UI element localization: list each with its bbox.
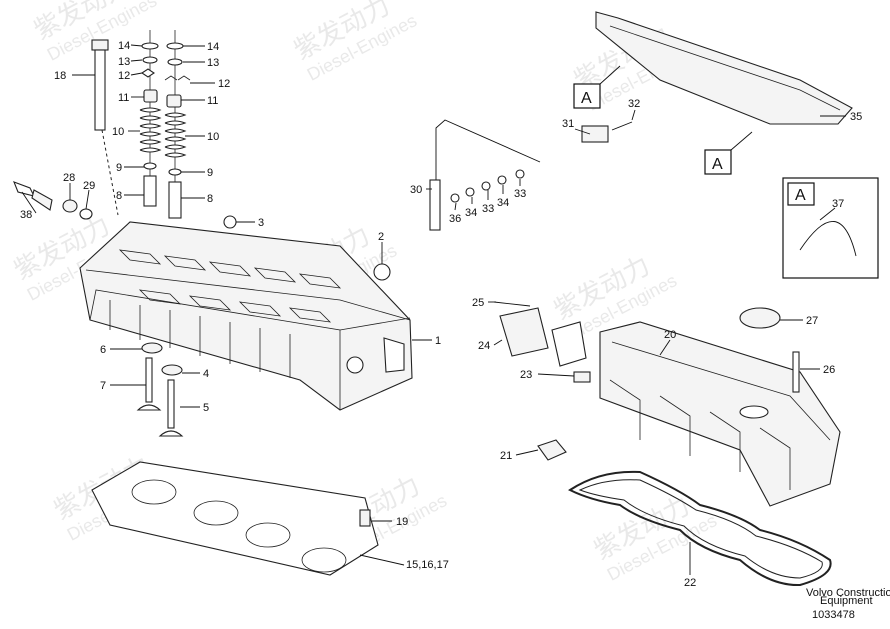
callout-38: 38	[20, 209, 32, 221]
connector-block	[537, 439, 567, 461]
temperature-sensor	[13, 181, 93, 220]
drawing-number: 1033478	[812, 609, 855, 621]
callout-9: 9	[207, 167, 213, 179]
callout-10: 10	[112, 126, 124, 138]
cylinder-head-bolt	[91, 39, 119, 216]
callout-19: 19	[396, 516, 408, 528]
callout-3: 3	[258, 217, 264, 229]
callout-33: 33	[514, 188, 526, 200]
breather-bracket	[493, 301, 591, 383]
callout-24: 24	[478, 340, 490, 352]
view-marker-a-label: A	[581, 90, 592, 107]
callout-1: 1	[435, 335, 441, 347]
valve-train-left	[139, 30, 162, 207]
callout-34: 34	[465, 207, 477, 219]
heat-shield	[595, 11, 853, 125]
callout-25: 25	[472, 297, 484, 309]
callout-35: 35	[850, 111, 862, 123]
callout-9: 9	[116, 162, 122, 174]
detail-a-inset	[782, 177, 879, 279]
view-marker-a-mid	[704, 131, 753, 175]
callout-30: 30	[410, 184, 422, 196]
callout-7: 7	[100, 380, 106, 392]
callouts-right: 35 32 31 30 36 34 33 34 33 37 25 24 23 2…	[410, 98, 862, 589]
callout-29: 29	[83, 180, 95, 192]
callout-36: 36	[449, 213, 461, 225]
callout-6: 6	[100, 344, 106, 356]
callout-14: 14	[207, 41, 219, 53]
callout-26: 26	[823, 364, 835, 376]
footer-brand-line1: Volvo Construction	[806, 587, 890, 599]
callout-12: 12	[118, 70, 130, 82]
valves	[136, 342, 184, 437]
view-marker-a-top	[573, 65, 621, 109]
callout-32: 32	[628, 98, 640, 110]
callout-2: 2	[378, 231, 384, 243]
callout-31: 31	[562, 118, 574, 130]
cylinder-head	[79, 215, 413, 411]
callout-37: 37	[832, 198, 844, 210]
callout-27: 27	[806, 315, 818, 327]
callout-12: 12	[218, 78, 230, 90]
callout-8: 8	[207, 193, 213, 205]
callout-5: 5	[203, 402, 209, 414]
callout-11: 11	[207, 95, 218, 107]
callout-13: 13	[118, 56, 130, 68]
detail-a-label: A	[795, 187, 806, 204]
valve-cover-gasket	[568, 470, 832, 587]
callout-8: 8	[116, 190, 122, 202]
view-marker-a-label: A	[712, 156, 723, 173]
callout-4: 4	[203, 368, 209, 380]
glow-plug-pipe	[429, 119, 633, 231]
callout-23: 23	[520, 369, 532, 381]
callout-22: 22	[684, 577, 696, 589]
callout-28: 28	[63, 172, 75, 184]
leader-lines	[21, 44, 846, 575]
callout-33: 33	[482, 203, 494, 215]
callout-21: 21	[500, 450, 512, 462]
rocker-cover	[599, 307, 841, 507]
callout-34: 34	[497, 197, 509, 209]
valve-train-right	[164, 30, 191, 219]
callout-13: 13	[207, 57, 219, 69]
callout-18: 18	[54, 70, 66, 82]
footer-brand-line2: Equipment	[820, 595, 873, 607]
callout-20: 20	[664, 329, 676, 341]
callout-15-16-17: 15,16,17	[406, 559, 449, 571]
head-gasket	[91, 461, 379, 576]
callout-10: 10	[207, 131, 219, 143]
callout-11: 11	[118, 92, 129, 104]
callouts-left: 18 14 13 12 11 10 9 8 14 13 12 11 10 9 8…	[20, 40, 449, 571]
callout-14: 14	[118, 40, 130, 52]
